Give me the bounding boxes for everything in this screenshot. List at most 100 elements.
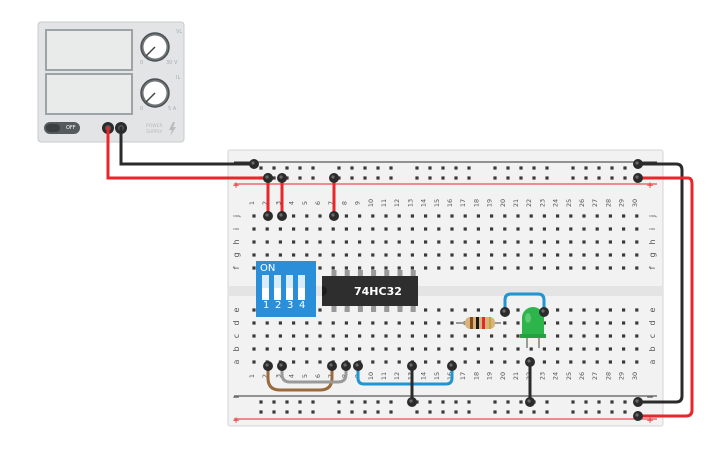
breadboard-hole[interactable]: [545, 176, 549, 180]
current-knob[interactable]: [140, 78, 170, 108]
breadboard-hole[interactable]: [622, 227, 626, 231]
breadboard-hole[interactable]: [397, 266, 401, 270]
power-supply[interactable]: [37, 21, 185, 143]
breadboard-hole[interactable]: [595, 347, 599, 351]
breadboard-hole[interactable]: [397, 334, 401, 338]
breadboard-hole[interactable]: [410, 334, 414, 338]
breadboard-hole[interactable]: [503, 347, 507, 351]
breadboard-hole[interactable]: [265, 227, 269, 231]
breadboard-hole[interactable]: [476, 347, 480, 351]
breadboard-hole[interactable]: [358, 347, 362, 351]
breadboard-hole[interactable]: [516, 308, 520, 312]
breadboard-hole[interactable]: [298, 166, 302, 170]
breadboard-hole[interactable]: [389, 166, 393, 170]
breadboard-hole[interactable]: [542, 214, 546, 218]
breadboard-hole[interactable]: [259, 400, 263, 404]
breadboard-hole[interactable]: [503, 253, 507, 257]
breadboard-hole[interactable]: [467, 166, 471, 170]
breadboard-hole[interactable]: [463, 334, 467, 338]
breadboard-hole[interactable]: [311, 400, 315, 404]
breadboard-hole[interactable]: [582, 253, 586, 257]
breadboard-hole[interactable]: [428, 410, 432, 414]
breadboard-hole[interactable]: [292, 227, 296, 231]
breadboard-hole[interactable]: [363, 166, 367, 170]
breadboard-hole[interactable]: [424, 347, 428, 351]
breadboard-hole[interactable]: [569, 214, 573, 218]
resistor[interactable]: [456, 317, 501, 329]
breadboard-hole[interactable]: [516, 360, 520, 364]
breadboard-hole[interactable]: [595, 227, 599, 231]
breadboard-hole[interactable]: [371, 334, 375, 338]
breadboard-hole[interactable]: [272, 166, 276, 170]
breadboard-hole[interactable]: [437, 347, 441, 351]
breadboard-hole[interactable]: [410, 240, 414, 244]
breadboard-hole[interactable]: [384, 321, 388, 325]
breadboard-hole[interactable]: [410, 347, 414, 351]
breadboard-hole[interactable]: [476, 266, 480, 270]
breadboard-hole[interactable]: [582, 240, 586, 244]
breadboard-hole[interactable]: [635, 347, 639, 351]
wires[interactable]: [106, 126, 694, 418]
breadboard-hole[interactable]: [529, 227, 533, 231]
power-off-button[interactable]: OFF: [44, 122, 80, 134]
breadboard-hole[interactable]: [623, 400, 627, 404]
breadboard-hole[interactable]: [371, 347, 375, 351]
breadboard-hole[interactable]: [450, 266, 454, 270]
breadboard-hole[interactable]: [610, 410, 614, 414]
ic-chip-74hc32[interactable]: [322, 270, 418, 312]
breadboard-hole[interactable]: [635, 240, 639, 244]
breadboard-hole[interactable]: [410, 321, 414, 325]
breadboard-hole[interactable]: [450, 227, 454, 231]
breadboard-hole[interactable]: [542, 240, 546, 244]
breadboard-hole[interactable]: [285, 410, 289, 414]
breadboard-hole[interactable]: [529, 253, 533, 257]
breadboard-hole[interactable]: [493, 400, 497, 404]
breadboard-hole[interactable]: [292, 334, 296, 338]
breadboard-hole[interactable]: [424, 240, 428, 244]
breadboard-hole[interactable]: [437, 334, 441, 338]
breadboard-hole[interactable]: [350, 410, 354, 414]
breadboard-hole[interactable]: [622, 253, 626, 257]
breadboard-hole[interactable]: [454, 176, 458, 180]
breadboard-hole[interactable]: [415, 176, 419, 180]
breadboard-hole[interactable]: [331, 240, 335, 244]
breadboard-hole[interactable]: [595, 253, 599, 257]
breadboard-hole[interactable]: [610, 166, 614, 170]
breadboard-hole[interactable]: [331, 227, 335, 231]
breadboard-hole[interactable]: [595, 308, 599, 312]
breadboard-hole[interactable]: [503, 214, 507, 218]
breadboard-hole[interactable]: [278, 321, 282, 325]
breadboard-hole[interactable]: [376, 166, 380, 170]
breadboard-hole[interactable]: [424, 214, 428, 218]
breadboard-hole[interactable]: [363, 176, 367, 180]
breadboard-hole[interactable]: [389, 176, 393, 180]
breadboard-hole[interactable]: [595, 214, 599, 218]
breadboard-hole[interactable]: [532, 410, 536, 414]
breadboard-hole[interactable]: [622, 347, 626, 351]
breadboard-hole[interactable]: [556, 266, 560, 270]
breadboard-hole[interactable]: [318, 360, 322, 364]
breadboard-hole[interactable]: [516, 266, 520, 270]
breadboard-hole[interactable]: [529, 266, 533, 270]
breadboard-hole[interactable]: [252, 308, 256, 312]
breadboard-hole[interactable]: [285, 400, 289, 404]
breadboard-hole[interactable]: [569, 253, 573, 257]
breadboard-hole[interactable]: [569, 266, 573, 270]
breadboard-hole[interactable]: [371, 321, 375, 325]
breadboard-hole[interactable]: [424, 308, 428, 312]
breadboard-hole[interactable]: [571, 176, 575, 180]
breadboard-hole[interactable]: [437, 253, 441, 257]
breadboard-hole[interactable]: [415, 166, 419, 170]
breadboard-hole[interactable]: [450, 214, 454, 218]
breadboard-hole[interactable]: [371, 266, 375, 270]
breadboard-hole[interactable]: [350, 400, 354, 404]
breadboard-hole[interactable]: [305, 347, 309, 351]
breadboard-hole[interactable]: [428, 400, 432, 404]
breadboard-hole[interactable]: [358, 214, 362, 218]
breadboard-hole[interactable]: [450, 321, 454, 325]
breadboard-hole[interactable]: [437, 308, 441, 312]
breadboard-hole[interactable]: [608, 253, 612, 257]
breadboard-hole[interactable]: [490, 334, 494, 338]
breadboard-hole[interactable]: [437, 214, 441, 218]
breadboard-hole[interactable]: [622, 334, 626, 338]
